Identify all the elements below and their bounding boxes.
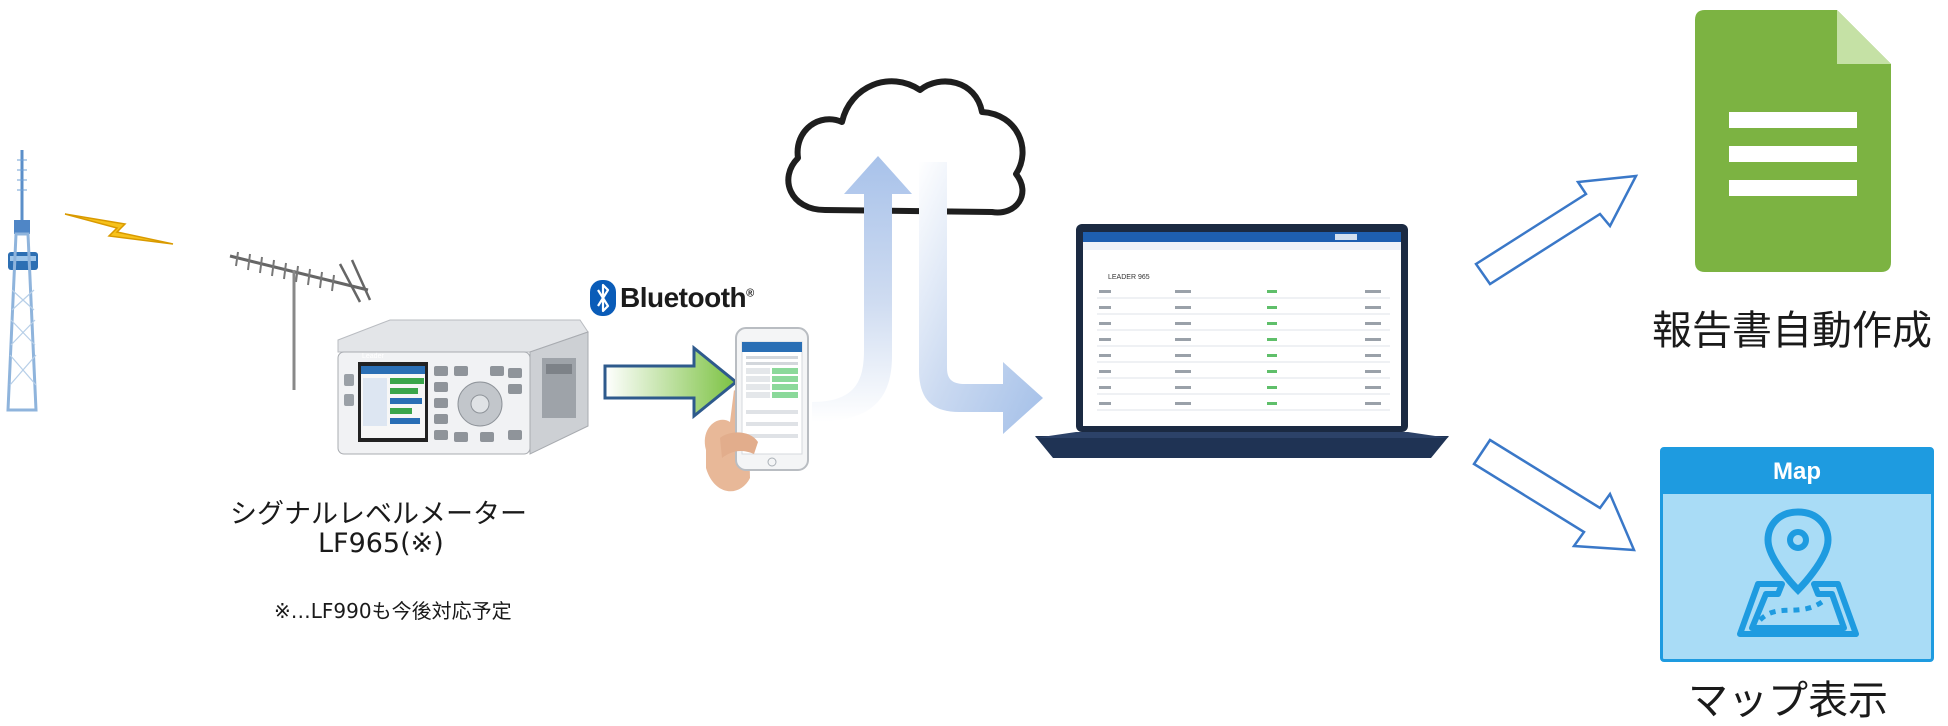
map-pin-icon (1737, 508, 1859, 637)
device-name-label: シグナルレベルメーター (230, 499, 527, 530)
laptop-screen-title: LEADER 965 (1108, 274, 1150, 281)
map-header-label: Map (1773, 458, 1821, 485)
signal-bolt-icon (64, 213, 174, 245)
map-card: Map (1660, 447, 1934, 662)
report-label: 報告書自動作成 (1652, 308, 1932, 354)
report-document-icon (1695, 10, 1891, 272)
broadcast-tower-icon (6, 150, 38, 412)
cloud-icon (785, 78, 1026, 216)
map-card-header: Map (1663, 450, 1931, 494)
transfer-arrow-icon (603, 344, 739, 420)
bluetooth-label: Bluetooth® (620, 282, 754, 314)
bluetooth-wordmark: Bluetooth (620, 282, 747, 313)
smartphone-icon (704, 327, 809, 492)
antenna-icon (229, 251, 372, 390)
cloud-download-arrow-icon (919, 162, 1043, 434)
device-note-label: ※…LF990も今後対応予定 (274, 599, 512, 623)
registered-mark: ® (746, 287, 754, 300)
map-label: マップ表示 (1688, 678, 1888, 724)
bluetooth-icon (590, 280, 616, 316)
laptop-icon (1035, 224, 1449, 458)
device-model-label: LF965(※) (318, 528, 444, 559)
signal-level-meter-icon (337, 319, 589, 455)
meter-brand-label: Leader (362, 353, 384, 360)
to-map-arrow-icon (1472, 438, 1636, 552)
cloud-upload-arrow-icon (812, 156, 912, 422)
to-report-arrow-icon (1474, 174, 1639, 286)
